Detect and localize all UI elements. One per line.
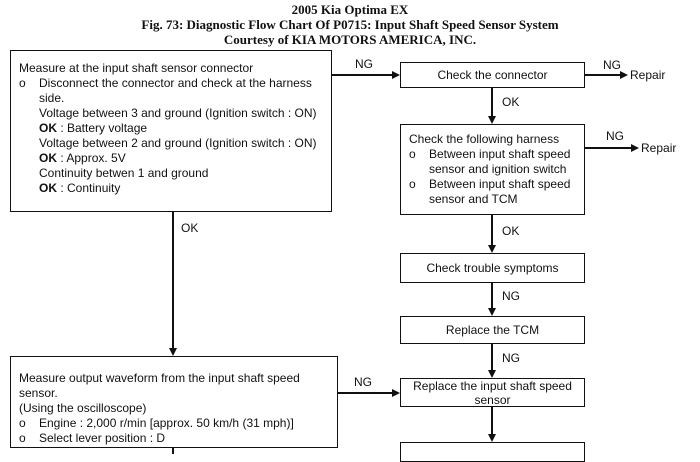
replace-sensor-box: Replace the input shaft speed sensor [400,378,585,407]
arrow-icon [488,370,496,378]
connector-line [332,74,392,76]
step-text: Between input shaft speed sensor and TCM [429,177,571,206]
step-text: Continuity betwen 1 and ground [39,166,209,180]
arrow-icon [392,389,400,397]
step-text: Voltage between 2 and ground (Ignition s… [39,136,317,150]
ok-label: OK [502,224,520,238]
bullet: o [19,431,26,445]
ok-label: OK [181,221,199,235]
arrow-icon [631,144,639,152]
bullet: o [409,177,416,191]
repair-label: Repair [630,68,666,82]
step-text: Engine : 2,000 r/min [approx. 50 km/h (3… [39,416,294,430]
connector-line [585,147,631,149]
box-title: Measure at the input shaft sensor connec… [19,61,254,75]
connector-line [491,407,493,435]
arrow-icon [392,71,400,79]
step-text: Between input shaft speed sensor and ign… [429,147,571,176]
connector-line [491,215,493,246]
figure-caption: Fig. 73: Diagnostic Flow Chart Of P0715:… [141,17,559,32]
box-title: Check the following harness [409,132,560,146]
ng-label: NG [355,57,373,71]
arrow-icon [488,116,496,124]
ng-label: NG [603,58,621,72]
ok-label: OK [502,95,520,109]
check-symptoms-box: Check trouble symptoms [400,253,585,283]
arrow-icon [488,434,496,442]
connector-line [491,344,493,371]
replace-tcm-box: Replace the TCM [400,316,585,344]
ng-label: NG [502,289,520,303]
connector-line [338,392,392,394]
measure-waveform-box: Measure output waveform from the input s… [10,356,338,448]
next-step-box [400,442,585,462]
arrow-icon [169,348,177,356]
repair-label: Repair [641,141,677,155]
step-text: Disconnect the connector and check at th… [39,76,312,90]
ok-line: OK : Battery voltage [39,121,148,135]
step-text: side. [39,91,65,105]
arrow-icon [620,71,628,79]
ok-line: OK : Continuity [39,181,121,195]
box-subtitle: (Using the oscilloscope) [19,401,147,415]
connector-line [172,212,174,349]
measure-connector-box: Measure at the input shaft sensor connec… [10,50,332,212]
arrow-icon [488,308,496,316]
connector-line [491,88,493,116]
ng-label: NG [502,351,520,365]
box-title: Measure output waveform from the input s… [19,371,300,400]
ok-line: OK : Approx. 5V [39,151,126,165]
ng-label: NG [606,129,624,143]
bullet: o [19,76,26,90]
check-connector-box: Check the connector [400,62,585,88]
connector-line [491,283,493,309]
connector-line [172,448,174,454]
bullet: o [19,416,26,430]
step-text: Select lever position : D [39,431,166,445]
arrow-icon [488,245,496,253]
step-text: Voltage between 3 and ground (Ignition s… [39,106,317,120]
connector-line [585,74,620,76]
courtesy-line: Courtesy of KIA MOTORS AMERICA, INC. [223,32,477,47]
ng-label: NG [354,375,372,389]
doc-title: 2005 Kia Optima EX [291,2,409,17]
bullet: o [409,147,416,161]
